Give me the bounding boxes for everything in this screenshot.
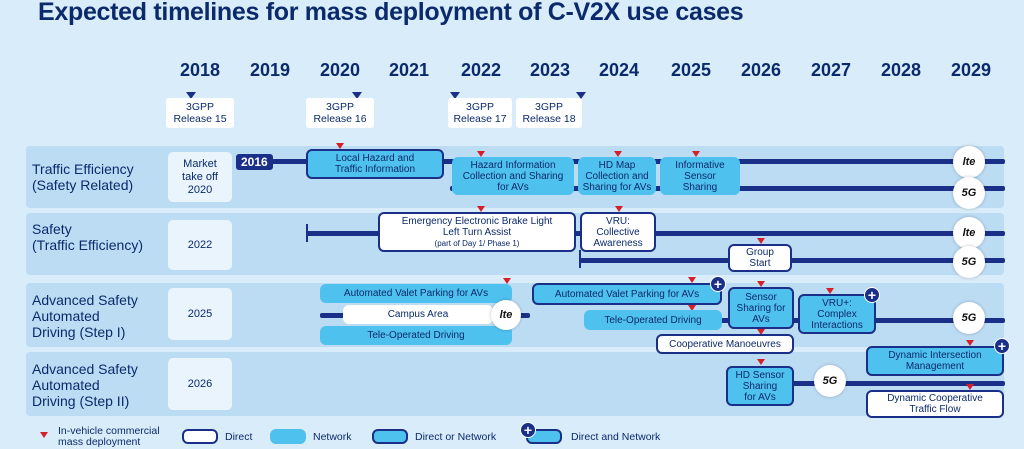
deployment-marker <box>966 340 974 346</box>
row-year-box: 2022 <box>168 220 232 270</box>
legend-direct-swatch <box>182 429 218 444</box>
release-17-box: 3GPP Release 17 <box>448 98 512 128</box>
plus-icon: + <box>864 287 880 303</box>
hazard-collection-box: Hazard Information Collection and Sharin… <box>452 157 574 195</box>
row-label: Advanced Safety Automated Driving (Step … <box>32 361 138 409</box>
row-label: Safety (Traffic Efficiency) <box>32 221 143 253</box>
5g-icon: 5G <box>953 302 985 334</box>
legend-both-label: Direct and Network <box>571 431 661 443</box>
line-start-tick <box>579 250 581 268</box>
timeline-line <box>728 381 1005 386</box>
vru-plus-box: VRU+: Complex Interactions <box>798 294 876 334</box>
release-18-box: 3GPP Release 18 <box>516 98 582 128</box>
page-title: Expected timelines for mass deployment o… <box>38 0 744 26</box>
year-label: 2019 <box>249 60 291 80</box>
row-label: Advanced Safety Automated Driving (Step … <box>32 292 138 340</box>
lte-icon: lte <box>491 300 521 330</box>
eebl-label: Emergency Electronic Brake Light Left Tu… <box>401 215 553 238</box>
deployment-marker <box>826 288 834 294</box>
5g-icon: 5G <box>814 365 846 397</box>
deployment-marker <box>688 305 696 311</box>
release-marker <box>450 92 460 99</box>
release-marker <box>576 92 586 99</box>
legend-network-label: Network <box>313 431 352 443</box>
dyn-coop-box: Dynamic Cooperative Traffic Flow <box>866 390 1004 418</box>
deployment-marker <box>757 359 765 365</box>
timeline-line <box>580 258 1005 263</box>
row-year-box: Market take off 2020 <box>168 152 232 202</box>
5g-icon: 5G <box>953 177 985 209</box>
year-label: 2027 <box>810 60 852 80</box>
year-label: 2020 <box>319 60 361 80</box>
teleop-2-box: Tele-Operated Driving <box>584 310 722 330</box>
deployment-marker <box>966 384 974 390</box>
year-label: 2028 <box>880 60 922 80</box>
release-marker <box>352 92 362 99</box>
legend-marker-icon <box>40 432 48 438</box>
dyn-intersection-box: Dynamic Intersection Management <box>866 346 1004 376</box>
deployment-marker <box>757 238 765 244</box>
deployment-marker <box>477 206 485 212</box>
eebl-note: (part of Day 1/ Phase 1) <box>434 238 520 248</box>
legend-deployment-label: In-vehicle commercial mass deployment <box>58 425 160 448</box>
avp-either-box: Automated Valet Parking for AVs <box>532 283 722 305</box>
row-year-box: 2026 <box>168 358 232 410</box>
hd-sensor-box: HD Sensor Sharing for AVs <box>726 366 794 406</box>
row-year-box: 2025 <box>168 288 232 340</box>
coop-manoeuvres-box: Cooperative Manoeuvres <box>656 334 794 354</box>
year-label: 2023 <box>529 60 571 80</box>
year-label: 2022 <box>460 60 502 80</box>
deployment-marker <box>688 277 696 283</box>
avp-network-box: Automated Valet Parking for AVs <box>320 284 512 303</box>
release-marker <box>186 92 196 99</box>
year-label: 2021 <box>388 60 430 80</box>
vru-box: VRU: Collective Awareness <box>580 212 656 252</box>
plus-icon: + <box>520 422 536 438</box>
deployment-marker <box>757 329 765 335</box>
deployment-marker <box>692 151 700 157</box>
legend-network-swatch <box>270 429 306 444</box>
deployment-marker <box>757 281 765 287</box>
start-year-marker: 2016 <box>236 154 273 170</box>
plus-icon: + <box>710 276 726 292</box>
line-start-tick <box>306 224 308 242</box>
release-16-box: 3GPP Release 16 <box>306 98 374 128</box>
local-hazard-box: Local Hazard and Traffic Information <box>306 149 444 179</box>
deployment-marker <box>503 278 511 284</box>
legend-either-label: Direct or Network <box>415 431 497 443</box>
row-label: Traffic Efficiency (Safety Related) <box>32 161 134 193</box>
sensor-sharing-box: Sensor Sharing for AVs <box>728 287 794 329</box>
informative-sensor-box: Informative Sensor Sharing <box>660 157 740 195</box>
deployment-marker <box>477 151 485 157</box>
deployment-marker <box>615 206 623 212</box>
eebl-box: Emergency Electronic Brake Light Left Tu… <box>378 212 576 252</box>
year-label: 2018 <box>179 60 221 80</box>
year-label: 2026 <box>740 60 782 80</box>
lte-icon: lte <box>953 217 985 249</box>
campus-area-box: Campus Area <box>343 305 493 324</box>
year-label: 2029 <box>950 60 992 80</box>
teleop-network-box: Tele-Operated Driving <box>320 326 512 345</box>
legend-either-swatch <box>372 429 408 444</box>
release-15-box: 3GPP Release 15 <box>166 98 234 128</box>
5g-icon: 5G <box>953 246 985 278</box>
lte-icon: lte <box>953 146 985 178</box>
deployment-marker <box>336 143 344 149</box>
group-start-box: Group Start <box>728 244 792 272</box>
year-label: 2025 <box>670 60 712 80</box>
year-label: 2024 <box>598 60 640 80</box>
legend-direct-label: Direct <box>225 431 253 443</box>
deployment-marker <box>614 151 622 157</box>
hd-map-box: HD Map Collection and Sharing for AVs <box>578 157 656 195</box>
plus-icon: + <box>994 338 1010 354</box>
